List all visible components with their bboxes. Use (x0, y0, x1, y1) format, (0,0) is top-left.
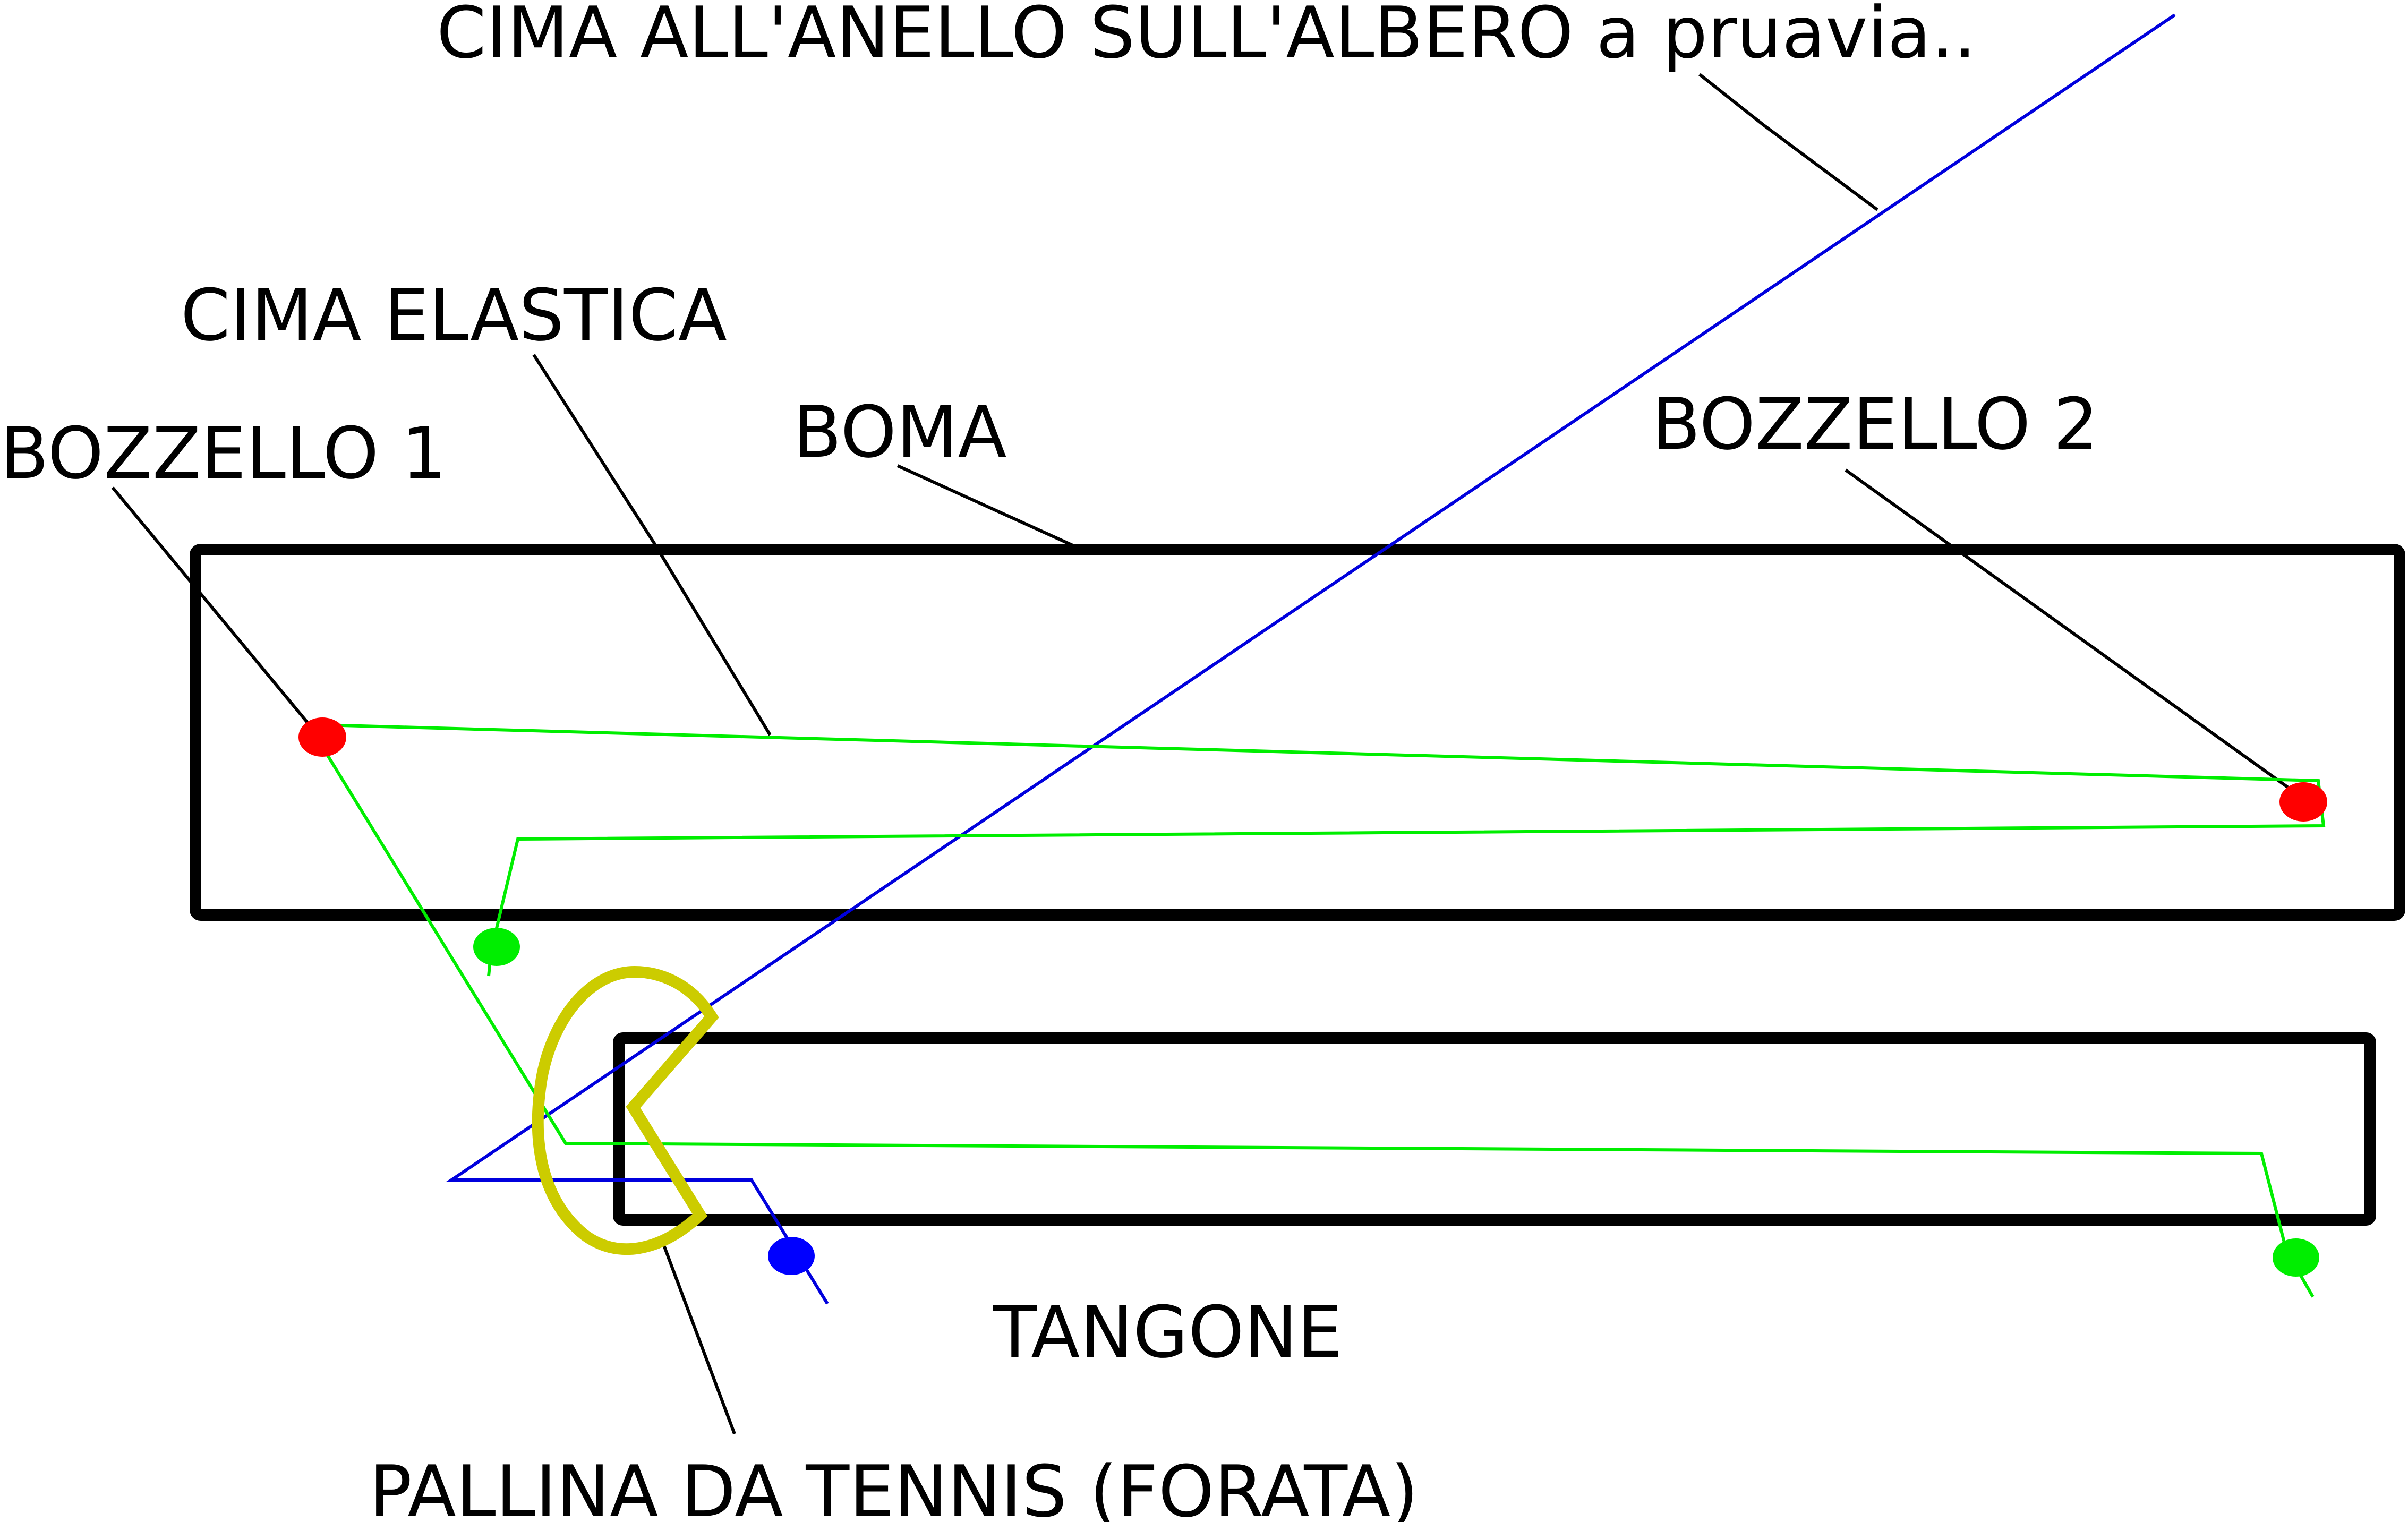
cima-elastica-line-boma (322, 723, 2326, 977)
green-knot-boma (473, 928, 520, 966)
green-knot-tangone (2273, 1238, 2319, 1277)
leader-bozzello-1 (111, 486, 323, 740)
leader-bozzello-2 (1845, 468, 2303, 799)
leader-cima-albero (1698, 73, 1878, 211)
label-cima-albero: CIMA ALL'ANELLO SULL'ALBERO a pruavia.. (437, 0, 1976, 74)
label-tangone: TANGONE (993, 1291, 1343, 1374)
label-bozzello-2: BOZZELLO 2 (1652, 383, 2098, 466)
label-bozzello-1: BOZZELLO 1 (0, 412, 447, 495)
label-cima-elastica: CIMA ELASTICA (181, 274, 727, 357)
label-pallina: PALLINA DA TENNIS (FORATA) (369, 1450, 1419, 1522)
bozzello-1-block (298, 717, 346, 757)
tangone-outline (613, 1032, 2376, 1226)
blue-knot (768, 1237, 815, 1275)
pallina-tennis (532, 965, 719, 1255)
leader-pallina (662, 1244, 736, 1435)
leader-cima-elastica (532, 354, 772, 736)
boma-outline (190, 544, 2405, 921)
bozzello-2-block (2279, 782, 2327, 822)
label-boma: BOMA (793, 391, 1006, 474)
leader-boma (896, 464, 1074, 547)
cima-albero-line (446, 13, 2176, 1305)
